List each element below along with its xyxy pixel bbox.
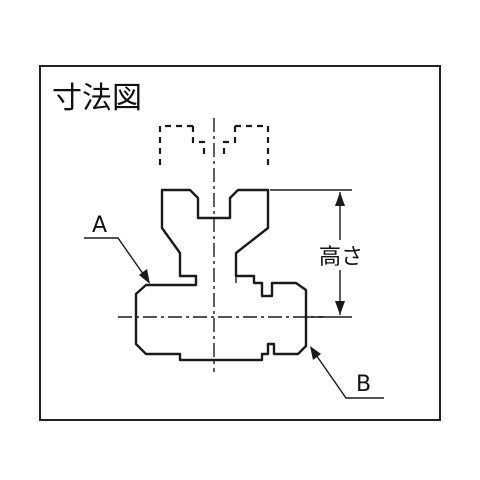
handle-phantom-outline (158, 124, 270, 170)
leader-a-arrow (139, 269, 150, 284)
valve-body-step (195, 276, 237, 285)
label-a: A (92, 213, 107, 238)
height-label-backing (318, 240, 362, 270)
height-arrow-top (335, 192, 345, 206)
height-arrow-bottom (335, 301, 345, 315)
leader-a-line (84, 237, 147, 279)
label-b: B (356, 372, 371, 397)
drawing-frame (39, 65, 441, 421)
valve-body-outline (134, 188, 308, 362)
leader-b-arrow (310, 346, 321, 360)
drawing-title: 寸法図 (52, 81, 142, 116)
leader-b-line (313, 351, 384, 399)
height-label: 高さ (319, 245, 363, 270)
